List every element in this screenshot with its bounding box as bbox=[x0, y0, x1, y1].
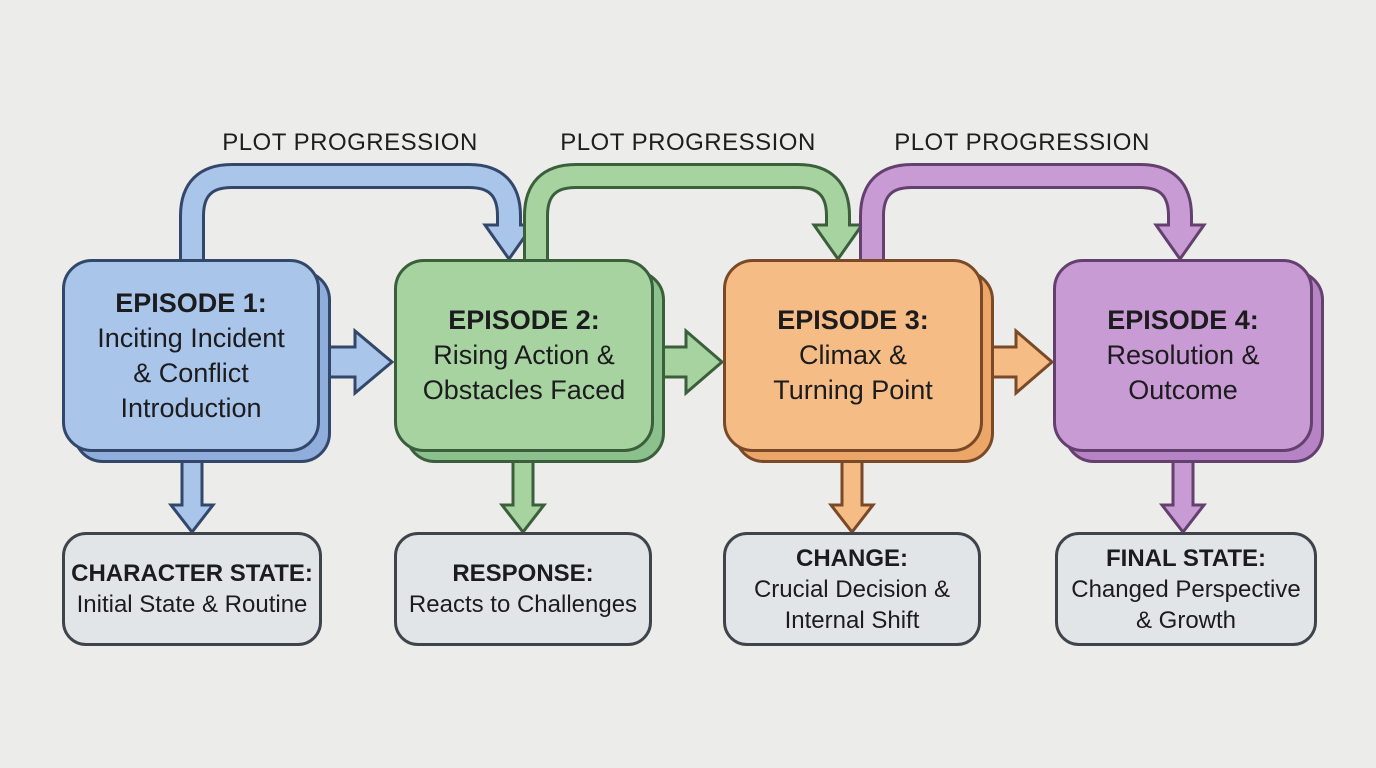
episode-3-box-face: EPISODE 3: Climax & Turning Point bbox=[723, 259, 983, 452]
plot-progression-label-3: PLOT PROGRESSION bbox=[894, 129, 1150, 156]
plot-progression-arrow-1-2 bbox=[179, 163, 536, 262]
arc-tube bbox=[526, 166, 848, 262]
episode-2-line: Obstacles Faced bbox=[422, 375, 626, 405]
plot-progression-arrow-3-4 bbox=[859, 163, 1207, 262]
character-state-title: CHARACTER STATE: bbox=[71, 560, 313, 587]
final-state-line: Changed Perspective bbox=[1071, 575, 1301, 603]
episode-3-title: EPISODE 3: bbox=[777, 305, 929, 335]
character-state-box: CHARACTER STATE: Initial State & Routine bbox=[62, 532, 322, 646]
response-state-box: RESPONSE: Reacts to Challenges bbox=[394, 532, 652, 646]
arc-tube-outline bbox=[859, 163, 1193, 262]
episode-3-line: Turning Point bbox=[773, 375, 933, 405]
final-state-box: FINAL STATE: Changed Perspective & Growt… bbox=[1055, 532, 1317, 646]
episode-2-box: EPISODE 2: Rising Action & Obstacles Fac… bbox=[394, 259, 665, 463]
episode-1-line: & Conflict bbox=[133, 357, 249, 388]
response-state-title: RESPONSE: bbox=[452, 560, 594, 587]
episode-1-box-face: EPISODE 1: Inciting Incident & Conflict … bbox=[62, 259, 320, 452]
plot-progression-label-2: PLOT PROGRESSION bbox=[560, 129, 816, 156]
arc-tube bbox=[182, 166, 519, 262]
arrowhead-down-icon bbox=[811, 223, 865, 262]
change-state-title: CHANGE: bbox=[796, 544, 908, 572]
arc-tube-outline bbox=[523, 163, 851, 262]
down-arrow-episode2-state bbox=[498, 450, 548, 535]
episode-3-line: Climax & bbox=[798, 340, 907, 370]
plot-progression-arrow-2-3 bbox=[523, 163, 865, 262]
response-state-line: Reacts to Challenges bbox=[408, 591, 638, 618]
arc-tube bbox=[862, 166, 1190, 262]
episode-2-title: EPISODE 2: bbox=[448, 305, 600, 335]
down-arrow-episode1-state bbox=[167, 450, 217, 535]
arc-tube-outline bbox=[179, 163, 522, 262]
down-arrow-episode4-state bbox=[1158, 450, 1208, 535]
final-state-title: FINAL STATE: bbox=[1106, 544, 1266, 572]
change-state-box: CHANGE: Crucial Decision & Internal Shif… bbox=[723, 532, 981, 646]
episode-4-box-face: EPISODE 4: Resolution & Outcome bbox=[1053, 259, 1313, 452]
change-state-line: Internal Shift bbox=[784, 606, 920, 634]
episode-4-line: Outcome bbox=[1128, 375, 1238, 405]
character-state-line: Initial State & Routine bbox=[76, 591, 308, 618]
episode-4-line: Resolution & bbox=[1106, 340, 1260, 370]
episode-2-box-face: EPISODE 2: Rising Action & Obstacles Fac… bbox=[394, 259, 654, 452]
episode-2-line: Rising Action & bbox=[433, 340, 615, 370]
episode-4-box: EPISODE 4: Resolution & Outcome bbox=[1053, 259, 1324, 463]
episode-3-box: EPISODE 3: Climax & Turning Point bbox=[723, 259, 994, 463]
arrowhead-down-icon bbox=[1153, 223, 1207, 262]
final-state-line: & Growth bbox=[1135, 606, 1237, 634]
episode-1-title: EPISODE 1: bbox=[115, 287, 267, 318]
episode-1-line: Inciting Incident bbox=[97, 322, 285, 353]
down-arrow-episode3-state bbox=[827, 450, 877, 535]
episode-1-line: Introduction bbox=[120, 392, 262, 423]
episode-4-title: EPISODE 4: bbox=[1107, 305, 1259, 335]
episode-1-box: EPISODE 1: Inciting Incident & Conflict … bbox=[62, 259, 331, 463]
change-state-line: Crucial Decision & bbox=[753, 575, 951, 603]
plot-progression-label-1: PLOT PROGRESSION bbox=[222, 129, 478, 156]
